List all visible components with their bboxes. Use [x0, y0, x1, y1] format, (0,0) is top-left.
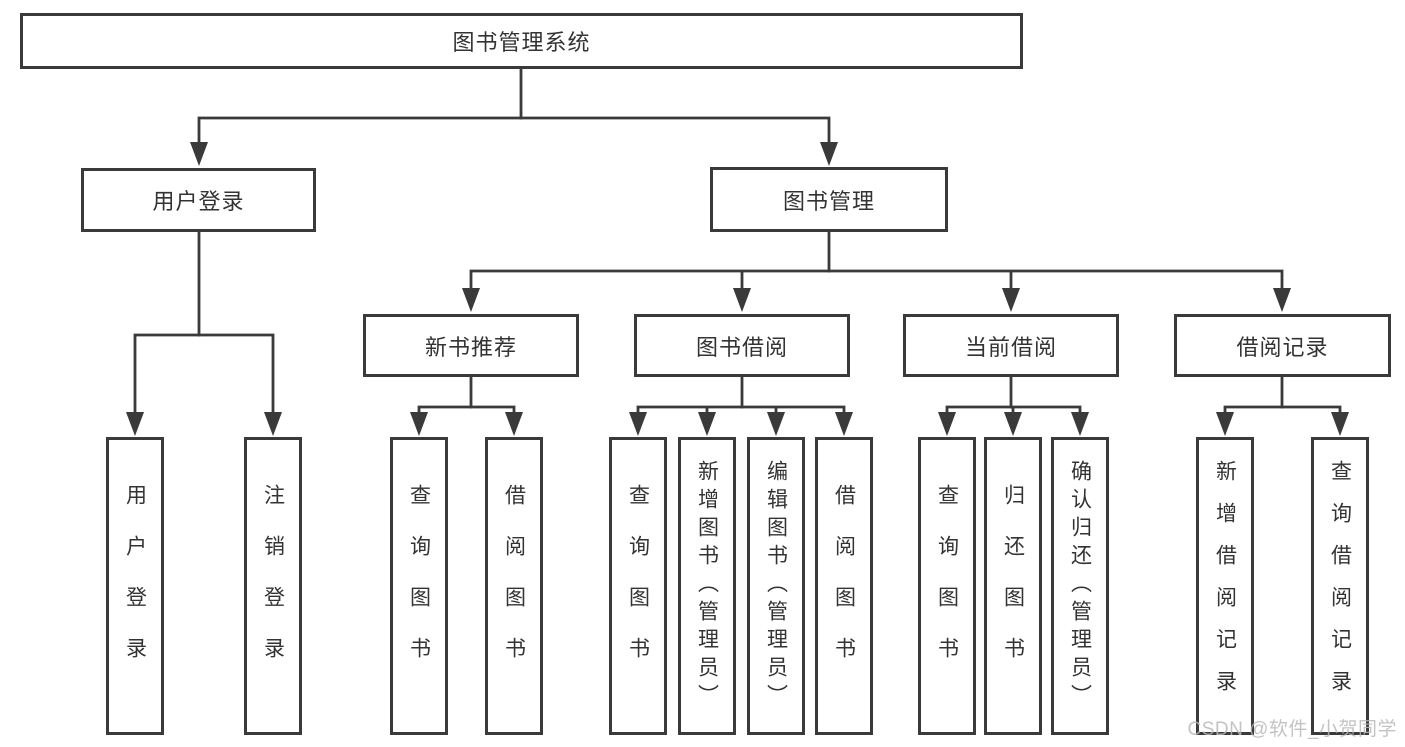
leaf-query-book-current: 查询图书 [918, 437, 976, 735]
leaf-label: 新增借阅记录 [1213, 460, 1237, 712]
leaf-label: 用户登录 [123, 484, 147, 688]
leaf-borrow-book: 借阅图书 [815, 437, 873, 735]
leaf-add-borrow-record: 新增借阅记录 [1196, 437, 1254, 735]
leaf-confirm-return-admin: 确认归还（管理员） [1051, 437, 1109, 735]
leaf-query-borrow-record: 查询借阅记录 [1311, 437, 1369, 735]
node-borrow-records: 借阅记录 [1174, 314, 1391, 377]
node-user-login: 用户登录 [81, 168, 316, 232]
leaf-borrow-book-recommend: 借阅图书 [485, 437, 543, 735]
leaf-label: 注销登录 [261, 484, 285, 688]
leaf-label: 查询借阅记录 [1328, 460, 1352, 712]
leaf-label: 查询图书 [935, 484, 959, 688]
leaf-label: 借阅图书 [832, 484, 856, 688]
connector-root-to-level2 [197, 69, 831, 144]
leaf-edit-book-admin: 编辑图书（管理员） [747, 437, 805, 735]
connector-newbook-to-leaves [417, 377, 516, 414]
connector-bookmgmt-to-level3 [469, 232, 1284, 290]
connector-userlogin-to-leaves [133, 232, 275, 414]
leaf-return-book: 归还图书 [984, 437, 1042, 735]
leaf-add-book-admin: 新增图书（管理员） [678, 437, 736, 735]
leaf-query-book-borrow: 查询图书 [609, 437, 667, 735]
leaf-label: 借阅图书 [502, 484, 526, 688]
node-book-borrow: 图书借阅 [634, 314, 850, 377]
leaf-user-login: 用户登录 [106, 437, 164, 735]
node-book-management: 图书管理 [710, 167, 948, 232]
connector-currentborrow-to-leaves [945, 377, 1082, 414]
node-current-borrow: 当前借阅 [903, 314, 1119, 377]
connector-bookborrow-to-leaves [636, 377, 846, 414]
leaf-logout: 注销登录 [244, 437, 302, 735]
leaf-query-book-recommend: 查询图书 [390, 437, 448, 735]
leaf-label: 查询图书 [407, 484, 431, 688]
leaf-label: 新增图书（管理员） [695, 460, 719, 712]
connector-borrowrecords-to-leaves [1223, 377, 1342, 414]
leaf-label: 归还图书 [1001, 484, 1025, 688]
leaf-label: 编辑图书（管理员） [764, 460, 788, 712]
leaf-label: 查询图书 [626, 484, 650, 688]
node-new-book-recommend: 新书推荐 [363, 314, 579, 377]
leaf-label: 确认归还（管理员） [1068, 460, 1092, 712]
node-library-system: 图书管理系统 [20, 13, 1023, 69]
